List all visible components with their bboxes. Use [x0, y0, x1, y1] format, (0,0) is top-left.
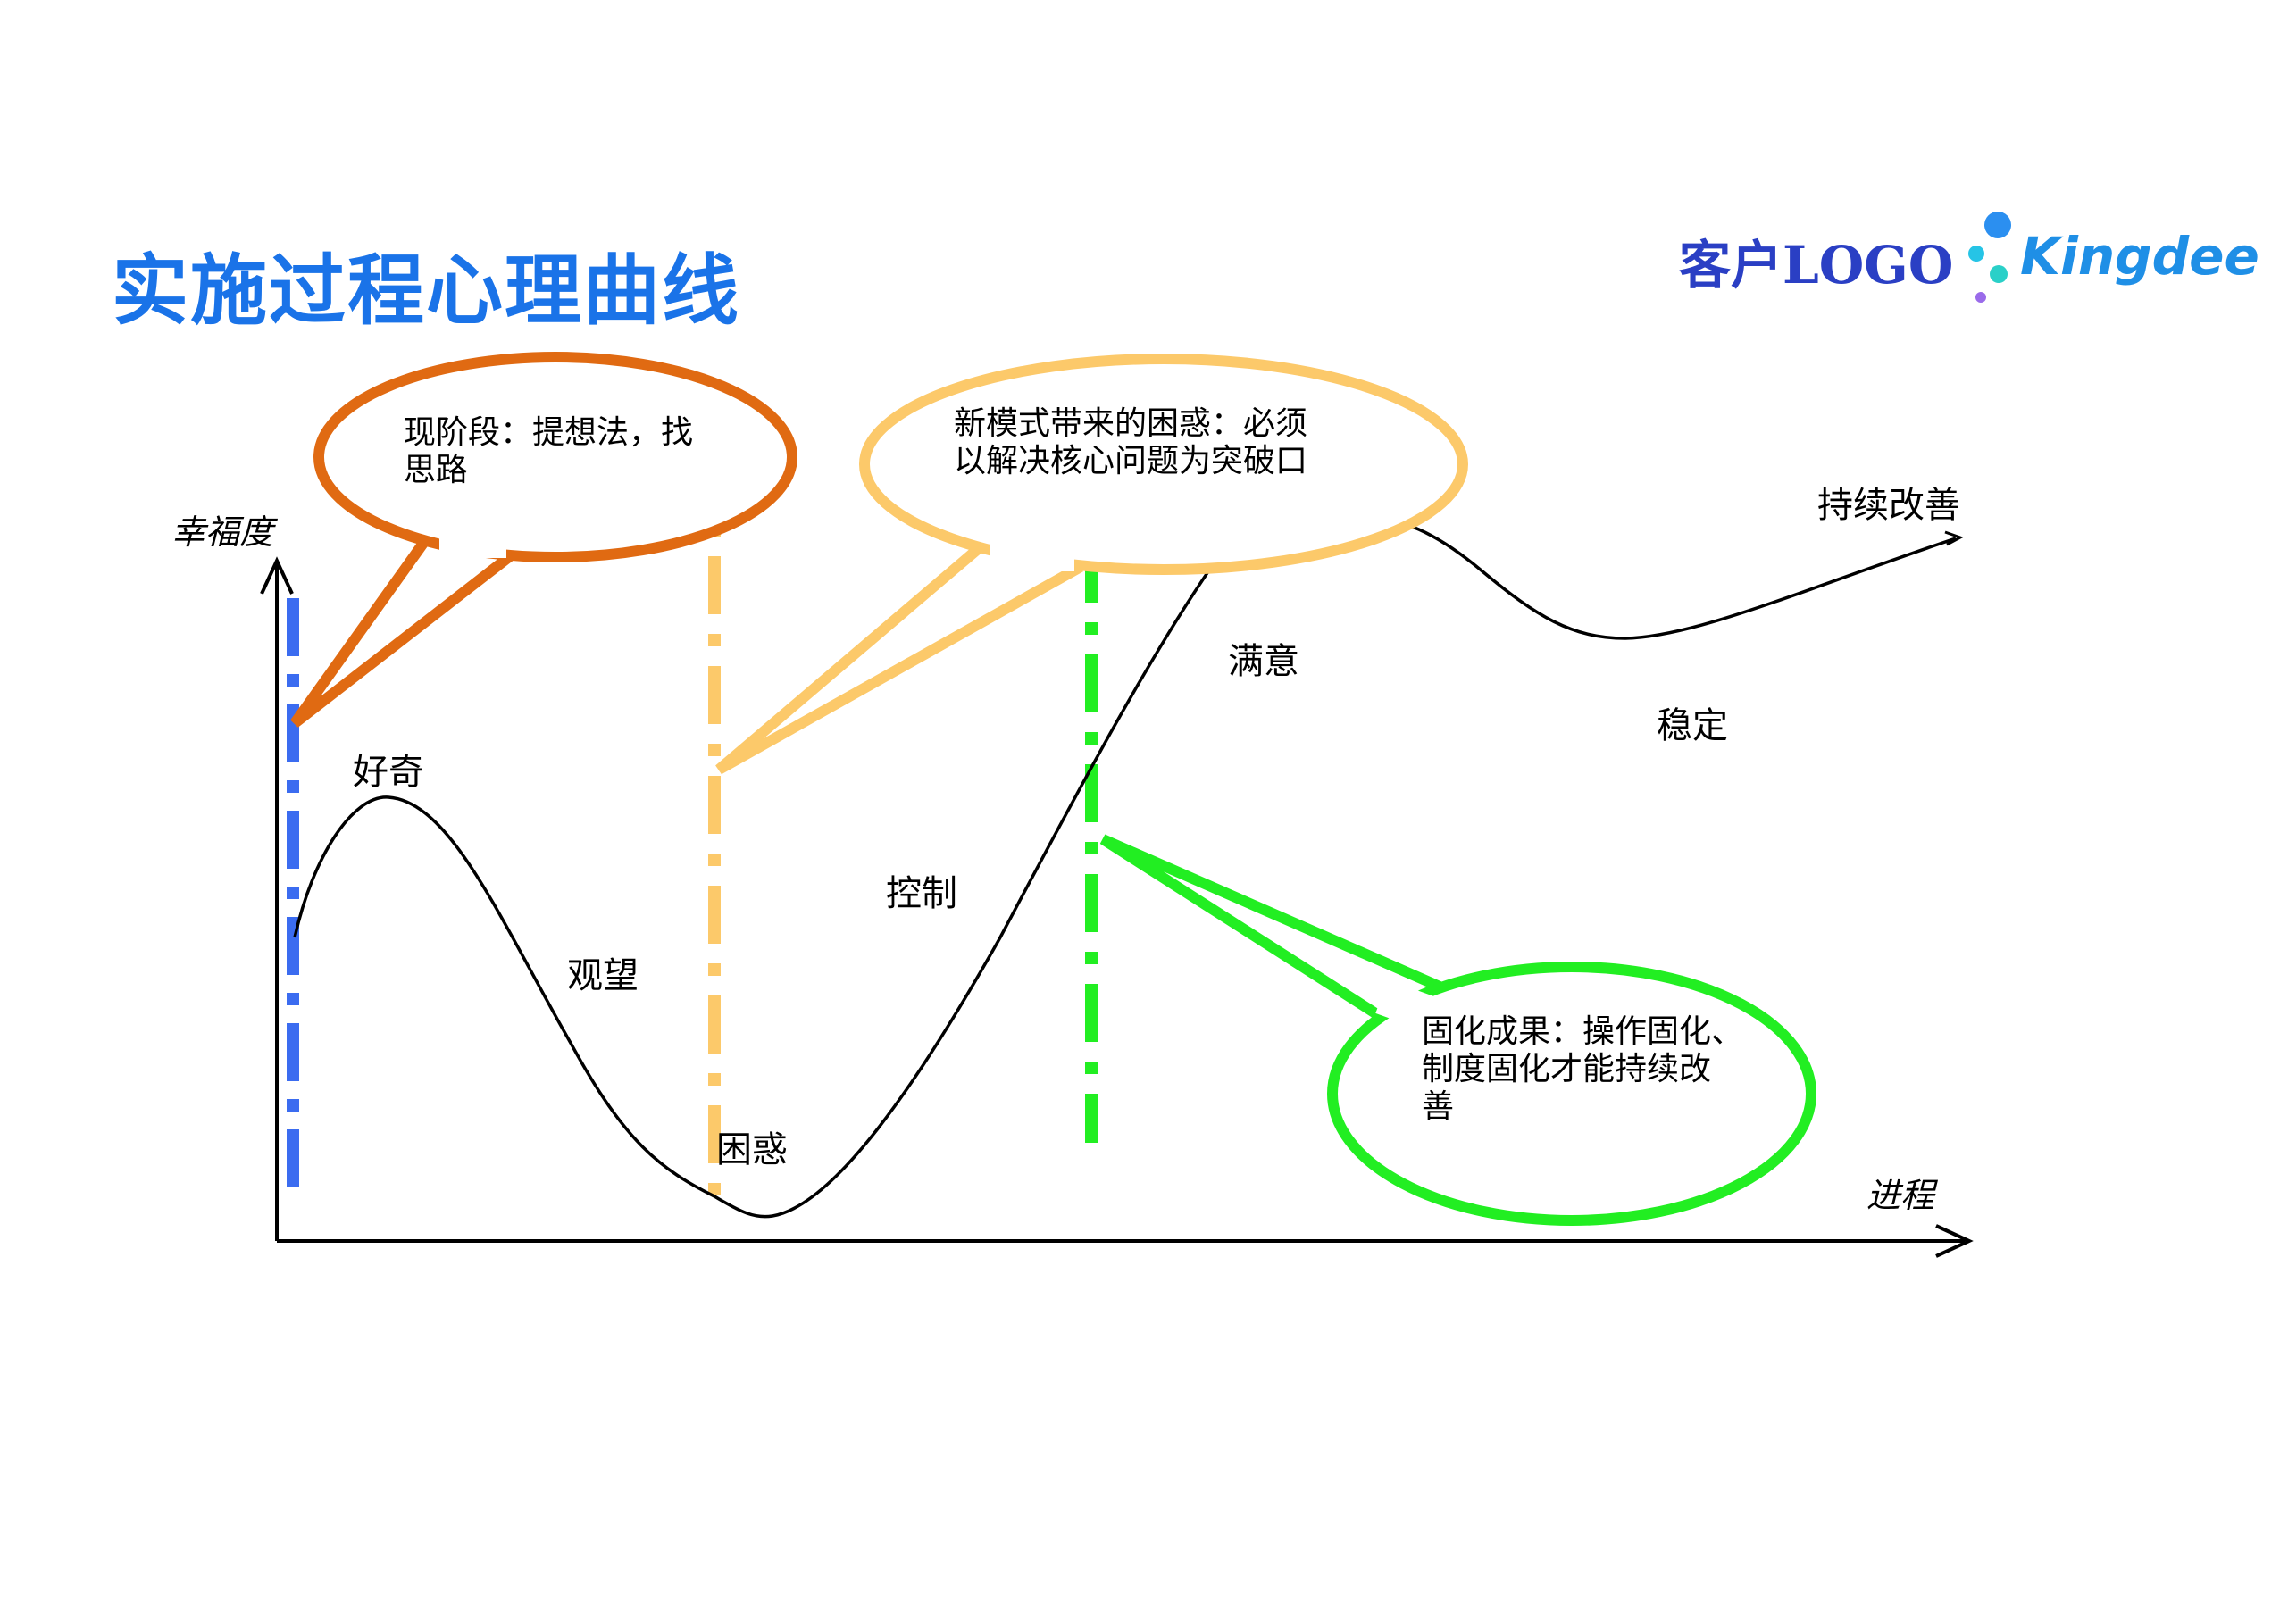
- x-axis-label: 进程: [1866, 1176, 1935, 1215]
- yellow-bubble-line-1: 新模式带来的困惑：必须: [954, 405, 1308, 442]
- logo-dot-teal-icon: [1990, 265, 2008, 283]
- green-bubble-mask: [1375, 979, 1447, 1035]
- curve-arrow-icon: [1944, 530, 1964, 546]
- logo-dot-purple-icon: [1975, 292, 1986, 303]
- yellow-bubble-mask: [990, 543, 1074, 571]
- page-title: 实施过程心理曲线: [112, 246, 740, 336]
- stage-label-improve: 持续改善: [1817, 485, 1960, 526]
- green-bubble-tail: [1099, 834, 1442, 1023]
- green-bubble-line-1: 固化成果：操作固化、: [1422, 1013, 1744, 1050]
- stage-label-stable: 稳定: [1657, 705, 1728, 746]
- stage-label-satisfied: 满意: [1228, 641, 1299, 682]
- green-bubble-line-2: 制度固化才能持续改: [1422, 1051, 1712, 1087]
- orange-bubble: [313, 352, 797, 562]
- y-axis-label: 幸福度: [171, 512, 274, 552]
- yellow-bubble-tail: [715, 545, 1083, 775]
- y-axis-arrow-icon: [260, 556, 294, 595]
- orange-bubble-tail: [290, 532, 517, 728]
- axes: [260, 556, 1974, 1258]
- green-bubble: [1327, 962, 1816, 1226]
- stage-label-confused: 困惑: [716, 1129, 788, 1170]
- stage-label-curious: 好奇: [353, 752, 424, 793]
- orange-bubble-line-1: 现阶段：提想法，找: [404, 414, 694, 451]
- logo-dot-small-icon: [1968, 246, 1984, 262]
- green-bubble-text: 固化成果：操作固化、 制度固化才能持续改 善: [1422, 1013, 1779, 1126]
- kingdee-logo: Kingdee: [1956, 210, 2259, 308]
- psychology-curve: [293, 512, 1957, 1219]
- yellow-bubble-line-2: 以解决核心问题为突破口: [954, 443, 1308, 479]
- stage-label-control: 控制: [886, 873, 957, 914]
- green-bubble-line-3: 善: [1422, 1088, 1455, 1125]
- brand-name: Kingdee: [2020, 226, 2259, 287]
- logo-dot-large-icon: [1984, 212, 2011, 238]
- customer-logo-text: 客户LOGO: [1679, 235, 1954, 296]
- orange-bubble-text: 现阶段：提想法，找 思路: [404, 414, 725, 489]
- yellow-bubble: [859, 354, 1468, 575]
- yellow-bubble-text: 新模式带来的困惑：必须 以解决核心问题为突破口: [954, 405, 1365, 480]
- orange-bubble-mask: [439, 531, 506, 558]
- stage-label-watching: 观望: [567, 955, 639, 996]
- x-axis-arrow-icon: [1935, 1224, 1974, 1258]
- orange-bubble-line-2: 思路: [404, 452, 469, 488]
